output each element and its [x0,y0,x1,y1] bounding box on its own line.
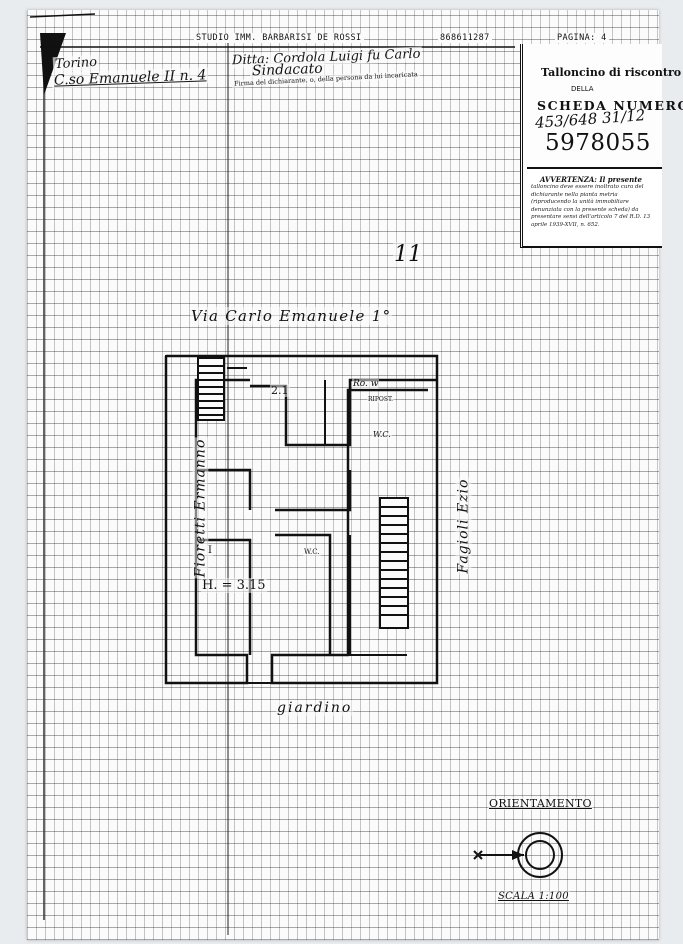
stub-title: Talloncino di riscontro [541,66,682,79]
room-marker-label: I [207,545,213,556]
room-number-label: 2.1 [270,384,290,397]
page-number: PAGINA: 4 [555,33,609,43]
top-mark [29,13,96,18]
inner-wall [275,533,332,655]
stub-scheda-label: SCHEDA NUMERO [537,98,683,113]
stub-warning-text: talloncino deve essere inoltrato cura de… [531,184,651,228]
stub-number: 5978055 [545,130,651,156]
orientation-label: ORIENTAMENTO [488,797,593,810]
staircase-top-left [197,357,225,421]
wc-label: W.C. [372,430,392,439]
sheet-mark: 11 [393,242,423,267]
inner-wall [275,470,352,512]
wc-label-2: W.C. [303,548,321,556]
room-ro-label: Ro. w [352,379,380,389]
neighbor-right-label: Fagioli Ezio [455,477,472,575]
phone-number: 868611287 [438,33,492,43]
stub-warning-title: AVVERTENZA: Il presente [540,175,642,184]
scale-label: SCALA 1:100 [497,891,570,902]
street-top-label: Via Carlo Emanuele 1° [190,307,393,325]
receipt-stub: Talloncino di riscontro DELLA SCHEDA NUM… [520,44,683,248]
room-height-label: H. = 3.15 [201,578,267,593]
stub-della: DELLA [571,85,594,93]
studio-name: STUDIO IMM. BARBARISI DE ROSSI [194,33,364,43]
inner-wall [196,538,252,655]
plot-boundary [165,355,438,684]
stub-warning-box: AVVERTENZA: Il presente talloncino deve … [527,167,662,241]
handwritten-city: Torino [52,54,100,73]
compass-icon [473,832,563,878]
inner-wall [349,535,407,656]
storage-label: RIPOST. [367,396,394,403]
staircase-right [379,497,409,629]
scale-value: 100 [548,891,569,902]
neighbor-left-label: Fioretti Ermanno [192,437,209,579]
garden-label: giardino [276,700,354,716]
inner-wall [196,468,252,510]
scale-prefix: SCALA 1: [498,891,549,902]
